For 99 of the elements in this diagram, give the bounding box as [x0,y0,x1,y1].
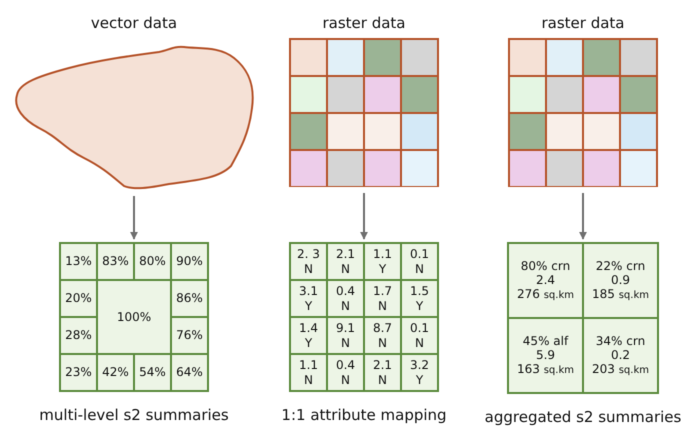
cell-text: N [415,262,424,276]
grid-cell [135,355,170,390]
cell-text: 9.1 [336,321,356,336]
cell-text: 0.1 [410,247,430,262]
grid-cell [328,355,363,390]
cell-text: N [415,336,424,350]
grid-cell [402,244,437,279]
grid-cell [584,244,657,317]
cell-text: 45% alf [522,334,568,348]
grid-cell [584,319,657,392]
cell-text: N [341,298,350,313]
grid-cell [172,281,207,316]
grid-cell [402,281,437,316]
grid-cell [61,244,96,279]
cell-text: 2.1 [336,247,356,262]
cell-text: 3.1 [298,284,318,298]
grid-cell [509,319,582,392]
cell-text: 8.7 [372,321,392,336]
cell-text: 0.4 [336,358,356,372]
grid-cell [98,244,133,279]
cell-text: N [378,336,387,350]
cell-text: N [341,262,350,276]
grid-cell [172,318,207,353]
cell-text: 0.4 [336,284,356,298]
grid-cell [328,244,363,279]
cell-text: N [304,372,313,387]
cell-text: 22% crn [596,258,646,273]
cell-text: 20% [65,291,92,306]
grid-cell [172,355,207,390]
cell-text: 90% [176,254,203,269]
grid-cell [98,355,133,390]
grid-cell [365,318,400,353]
cell-text: 83% [102,254,129,269]
cell-text: 23% [65,365,92,380]
cell-text: 1.7 [372,284,392,298]
cell-text: 163 sq.km [517,362,574,378]
cell-text: N [304,262,313,276]
cell-text: 54% [139,365,166,380]
cell-text: 203 sq.km [592,362,649,378]
cell-text: N [341,372,350,387]
grid-label: aggregated s2 summaries [484,408,682,426]
cell-text: 86% [176,291,203,306]
grid-cell [61,318,96,353]
grid-cell [291,244,326,279]
heading: vector data [90,13,178,34]
cell-text: 42% [102,365,129,380]
arrow [360,193,368,240]
arrow [579,193,587,240]
cell-text: 3.2 [410,358,430,372]
grid-cell [291,281,326,316]
grid-cell [291,318,326,353]
cell-text: Y [416,298,424,313]
grid-cell [365,244,400,279]
cell-text: 2. 3 [297,247,320,262]
cell-text: 0.1 [410,321,430,336]
grid-cell [365,355,400,390]
cell-text: 5.9 [536,348,556,362]
cell-text: Y [378,262,386,276]
cell-text: Y [304,298,312,313]
cell-text: 80% [139,254,166,269]
arrow [130,196,138,240]
grid-cell [61,355,96,390]
cell-text: 2.1 [372,358,392,372]
cell-text: 13% [65,254,92,269]
cell-text: 2.4 [536,273,556,288]
cell-text: N [378,372,387,387]
grid-cell [402,318,437,353]
cell-text: 100% [116,310,152,324]
grid-cell [328,281,363,316]
cell-text: 276 sq.km [517,287,574,302]
grid-cell [135,244,170,279]
cell-text: 0.9 [610,273,630,288]
grid-cell [328,318,363,353]
cell-text: 80% crn [520,258,570,273]
grid-cell [509,244,582,317]
cell-text: 1.5 [410,284,430,298]
heading: raster data [541,13,624,34]
heading: raster data [322,13,406,34]
cell-text: N [341,336,350,350]
cell-text: 1.4 [298,321,318,336]
cell-text: 1.1 [372,247,392,262]
cell-text: 28% [65,328,92,343]
grid-cell [98,281,170,353]
grid-cell [365,281,400,316]
grid-label: multi-level s2 summaries [39,406,229,424]
grid-cell [172,244,207,279]
cell-text: 76% [176,328,203,343]
grid-cell [61,281,96,316]
cell-text: N [378,298,387,313]
cell-text: Y [416,372,424,387]
cell-text: 34% crn [596,334,646,348]
grid-cell [291,355,326,390]
grid-cell [402,355,437,390]
cell-text: 185 sq.km [592,287,649,302]
cell-text: 1.1 [298,358,318,372]
cell-text: 64% [176,365,203,380]
cell-text: 0.2 [610,348,630,362]
grid-label: 1:1 attribute mapping [281,406,447,424]
cell-text: Y [304,336,312,350]
